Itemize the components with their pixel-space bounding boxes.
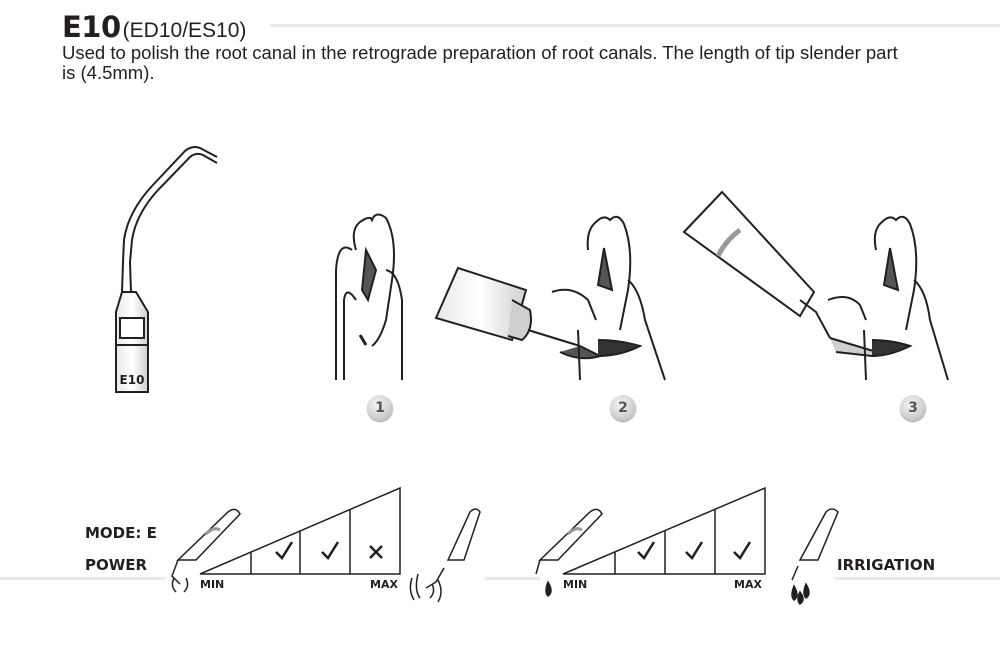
scaler-tip-illustration	[115, 146, 218, 393]
irrigation-check-1-icon	[637, 541, 656, 560]
power-level-marks	[275, 541, 383, 560]
irrigation-max-label: MAX	[734, 578, 762, 591]
bottom-divider-right	[835, 577, 1000, 580]
power-gauge	[171, 486, 481, 603]
product-code: E10	[62, 10, 121, 44]
power-label: POWER	[85, 556, 148, 574]
power-max-label: MAX	[370, 578, 398, 591]
tooth-step-2	[434, 215, 666, 381]
irrigation-check-2-icon	[685, 541, 704, 560]
irrigation-gauge	[535, 486, 839, 605]
step-2-badge: 2	[610, 395, 636, 421]
product-variants: (ED10/ES10)	[122, 19, 247, 42]
mode-label: MODE: E	[85, 524, 157, 542]
power-check-1-icon	[275, 541, 294, 560]
bottom-divider-left	[0, 577, 165, 580]
product-description: Used to polish the root canal in the ret…	[62, 42, 898, 83]
irrigation-min-label: MIN	[563, 578, 588, 591]
step-1-badge: 1	[367, 395, 393, 421]
power-cross-icon	[369, 545, 383, 559]
tooth-step-1	[335, 213, 403, 380]
irrigation-level-marks	[637, 541, 752, 560]
power-min-label: MIN	[200, 578, 225, 591]
title-divider	[270, 24, 1000, 27]
irrigation-check-3-icon	[733, 541, 752, 560]
power-check-2-icon	[321, 541, 340, 560]
step-3-badge: 3	[900, 395, 926, 421]
tooth-step-3	[682, 190, 949, 381]
tip-engraving: E10	[120, 373, 145, 387]
product-title: E10 (ED10/ES10)	[62, 10, 246, 44]
bottom-divider-mid	[485, 577, 540, 580]
irrigation-label: IRRIGATION	[837, 556, 936, 574]
